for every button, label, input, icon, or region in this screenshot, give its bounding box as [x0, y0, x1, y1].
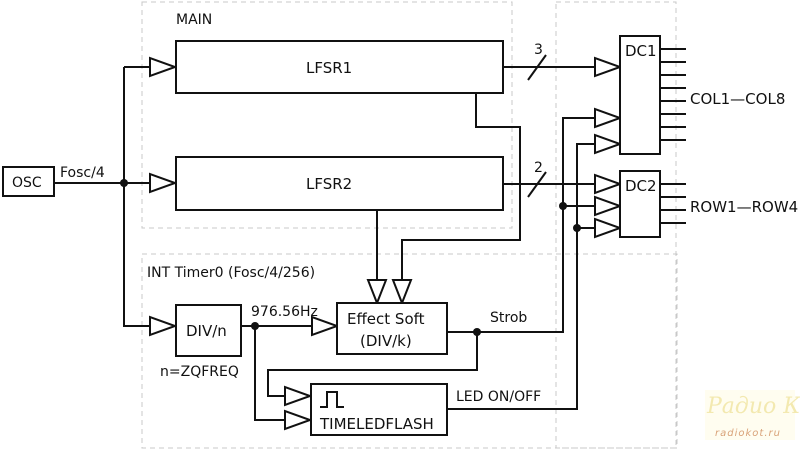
- timeledflash-label: TIMELEDFLASH: [319, 415, 434, 433]
- freq-label: 976.56Hz: [251, 304, 318, 320]
- buffer-icon: [366, 279, 388, 306]
- buffer-icon: [149, 56, 178, 78]
- buffer-icon: [594, 107, 623, 129]
- wire-led: [447, 143, 596, 410]
- dc1-outputs: [660, 48, 686, 141]
- lfsr2-block: [175, 156, 504, 211]
- wire-strob-tled: [267, 332, 478, 397]
- wire-strob: [447, 117, 596, 333]
- junction-led-dc2: [573, 224, 581, 232]
- buffer-icon: [594, 217, 623, 239]
- buffer-icon: [594, 195, 623, 217]
- effect-label-2: (DIV/k): [360, 332, 412, 350]
- lfsr2-label: LFSR2: [306, 175, 352, 193]
- watermark-title: Радио КОТ: [706, 394, 800, 419]
- buffer-icon: [284, 409, 313, 431]
- pulse-icon: [320, 391, 344, 408]
- junction-strob-dc2: [559, 202, 567, 210]
- wire-freq-tled: [254, 326, 285, 421]
- buffer-icon: [149, 315, 178, 337]
- n-param-label: n=ZQFREQ: [160, 364, 239, 380]
- wire-fosc-bus: [123, 67, 150, 327]
- buffer-icon: [391, 279, 413, 306]
- led-label: LED ON/OFF: [456, 389, 541, 405]
- main-region: [141, 1, 513, 229]
- wire-lfsr1-effect: [401, 93, 521, 280]
- cols-label: COL1—COL8: [690, 90, 785, 108]
- main-region-label: MAIN: [176, 12, 212, 28]
- dc1-label: DC1: [625, 42, 657, 60]
- lfsr1-label: LFSR1: [306, 59, 352, 77]
- div-n-label: DIV/n: [186, 322, 227, 340]
- watermark-bg: [705, 390, 795, 440]
- bus2-label: 2: [534, 160, 543, 176]
- buffer-icon: [311, 315, 340, 337]
- effect-label-1: Effect Soft: [347, 310, 425, 328]
- osc-block: [2, 166, 55, 197]
- effect-soft-block: [336, 302, 448, 355]
- strob-label: Strob: [490, 310, 527, 326]
- dc2-block: [619, 170, 661, 238]
- decoder-region: [555, 1, 677, 449]
- buffer-icon: [284, 385, 313, 407]
- bus-slash-icon: [527, 171, 547, 198]
- dc2-outputs: [660, 183, 686, 224]
- buffer-icon: [594, 173, 623, 195]
- div-n-block: [175, 304, 242, 357]
- buffer-icon: [594, 133, 623, 155]
- fosc4-label: Fosc/4: [60, 165, 105, 181]
- buffer-icon: [149, 172, 178, 194]
- junction-fosc: [120, 179, 128, 187]
- timer-region-label: INT Timer0 (Fosc/4/256): [147, 265, 315, 281]
- bus-slash-icon: [527, 54, 547, 81]
- lfsr1-block: [175, 40, 504, 94]
- watermark-url: radiokot.ru: [715, 428, 781, 439]
- dc1-block: [619, 35, 661, 155]
- rows-label: ROW1—ROW4: [690, 198, 798, 216]
- buffer-icon: [594, 56, 623, 78]
- osc-label: OSC: [12, 175, 42, 191]
- dc2-label: DC2: [625, 177, 657, 195]
- timer-region: [141, 253, 678, 449]
- bus3-label: 3: [534, 42, 543, 58]
